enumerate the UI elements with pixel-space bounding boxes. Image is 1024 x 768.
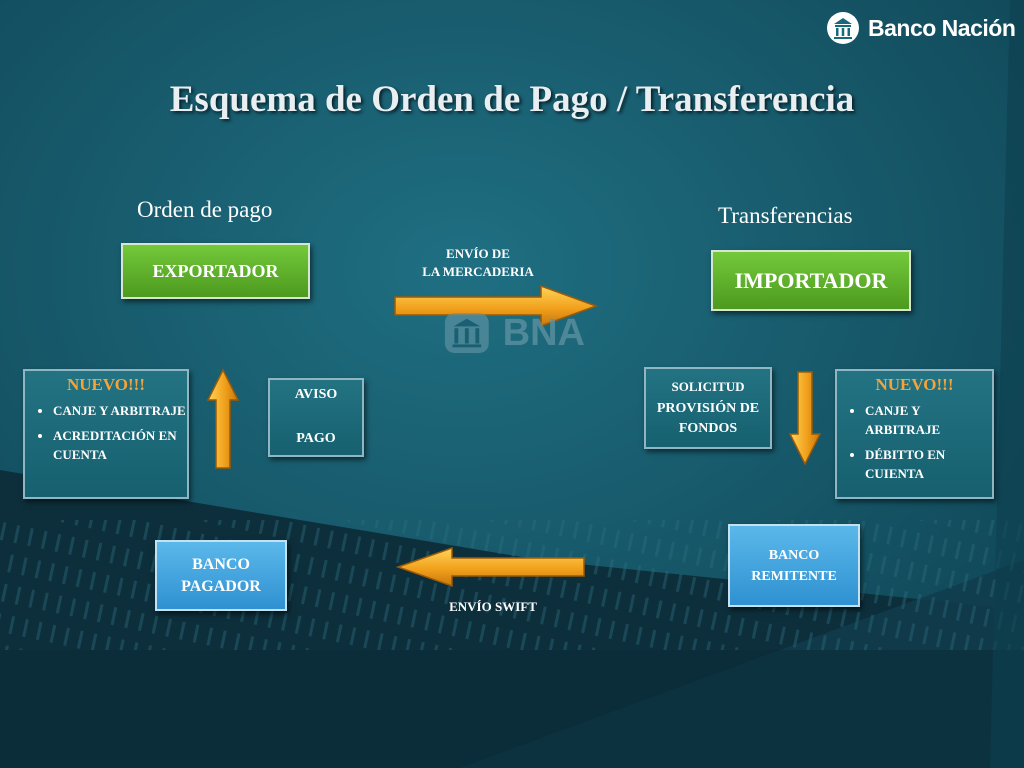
aviso-label: AVISO [294,387,338,402]
bank-building-icon [827,12,859,44]
envio-mercaderia-line1: ENVÍO DE [446,246,510,261]
solicitud-box: SOLICITUD PROVISIÓN DE FONDOS [644,367,772,449]
banco-remitente-line1: BANCO [768,547,820,563]
pago-label: PAGO [296,431,336,446]
nuevo-right-title: NUEVO!!! [875,375,954,394]
banco-pagador-line1: BANCO [192,555,250,573]
provision-fondos-label: PROVISIÓN DE FONDOS [656,401,760,436]
envio-mercaderia-line2: LA MERCADERIA [422,264,534,279]
envio-mercaderia-caption: ENVÍO DE LA MERCADERIA [398,245,558,281]
banco-pagador-box: BANCO PAGADOR [155,540,287,611]
down-arrow-icon [788,371,822,466]
nuevo-left-box: NUEVO!!! CANJE Y ARBITRAJE ACREDITACIÓN … [23,369,189,499]
exportador-box: EXPORTADOR [121,243,310,299]
list-item: CANJE Y ARBITRAJE [53,401,187,420]
banco-remitente-line2: REMITENTE [751,568,837,584]
brand-logo: Banco Nación [826,6,1016,50]
list-item: DÉBITTO EN CUIENTA [865,445,992,483]
nuevo-left-list: CANJE Y ARBITRAJE ACREDITACIÓN EN CUENTA [25,401,187,464]
bna-watermark-text: BNA [502,311,585,354]
exportador-label: EXPORTADOR [152,260,279,281]
right-arrow-icon [394,284,599,328]
list-item: ACREDITACIÓN EN CUENTA [53,426,187,464]
up-arrow-icon [206,368,240,469]
nuevo-left-title: NUEVO!!! [66,375,146,394]
nuevo-right-list: CANJE Y ARBITRAJE DÉBITTO EN CUIENTA [837,401,992,483]
brand-name: Banco Nación [868,14,1016,41]
importador-box: IMPORTADOR [711,250,911,311]
bna-watermark: BNA [443,308,585,358]
transferencias-label: Transferencias [718,203,853,228]
envio-swift-caption: ENVÍO SWIFT [449,599,537,614]
list-item: CANJE Y ARBITRAJE [865,401,992,439]
banco-pagador-line2: PAGADOR [181,577,261,595]
left-arrow-icon [395,546,585,588]
bank-building-icon [444,312,489,354]
orden-de-pago-label: Orden de pago [137,197,273,222]
aviso-pago-box: AVISO PAGO [268,378,364,457]
importador-label: IMPORTADOR [734,267,888,293]
slide-title: Esquema de Orden de Pago / Transferencia [169,79,855,120]
solicitud-label: SOLICITUD [671,379,745,394]
nuevo-right-box: NUEVO!!! CANJE Y ARBITRAJE DÉBITTO EN CU… [835,369,994,499]
banco-remitente-box: BANCO REMITENTE [728,524,860,607]
